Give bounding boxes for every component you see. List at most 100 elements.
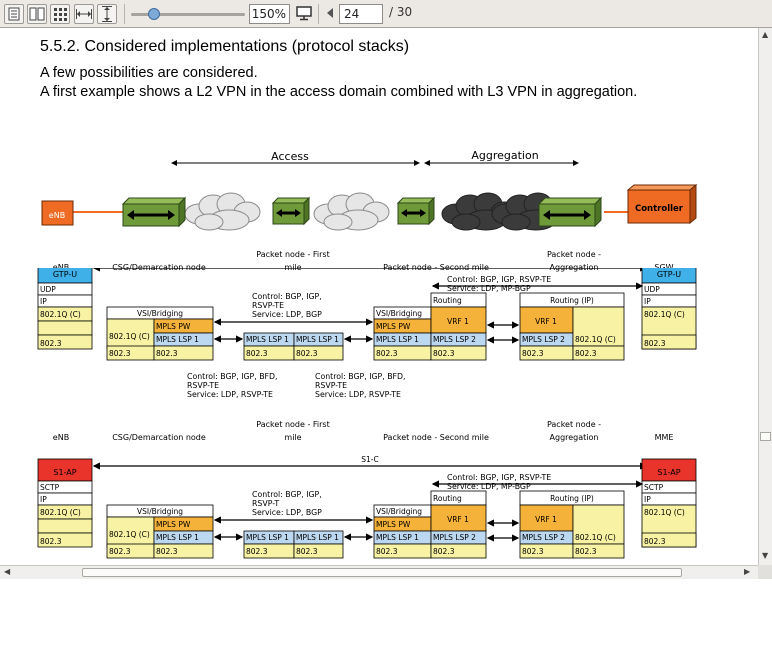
monitor-icon bbox=[296, 6, 312, 21]
zoom-slider[interactable] bbox=[131, 13, 245, 16]
scroll-up-arrow[interactable]: ▲ bbox=[762, 30, 769, 39]
svg-text:Packet node -: Packet node - bbox=[547, 250, 601, 259]
fit-width-button[interactable] bbox=[74, 4, 94, 24]
horizontal-scroll-thumb[interactable] bbox=[82, 568, 682, 577]
stack-layer bbox=[38, 335, 92, 349]
stack-layer bbox=[431, 505, 486, 531]
stack-label: VSI/Bridging bbox=[376, 507, 422, 516]
first-mile-router-icon bbox=[271, 196, 311, 226]
stack-label: Control: BGP, IGP, BFD, bbox=[187, 372, 278, 381]
stack-label: Control: BGP, IGP, bbox=[252, 490, 322, 499]
presentation-button[interactable] bbox=[294, 4, 314, 24]
stack-layer bbox=[294, 544, 343, 558]
column-header: eNB bbox=[53, 433, 69, 442]
stack-label: 802.1Q (C) bbox=[644, 310, 685, 319]
stack-layer bbox=[520, 505, 573, 531]
stack-label: Control: BGP, IGP, BFD, bbox=[315, 372, 406, 381]
stack-label: 802.3 bbox=[376, 349, 398, 358]
stack-layer bbox=[431, 307, 486, 333]
svg-text:Controller: Controller bbox=[635, 204, 684, 214]
column-header: mile bbox=[284, 433, 301, 442]
stack-label: 802.3 bbox=[109, 349, 131, 358]
stack-label: 802.3 bbox=[246, 349, 268, 358]
controller-device bbox=[627, 189, 691, 224]
stack-layer bbox=[38, 519, 92, 533]
stack-label: MPLS LSP 2 bbox=[433, 533, 476, 542]
stack-label: IP bbox=[644, 495, 651, 504]
single-page-icon bbox=[8, 7, 20, 21]
document-viewport[interactable]: 5.5.2. Considered implementations (proto… bbox=[0, 28, 758, 565]
previous-page-button[interactable] bbox=[320, 4, 340, 24]
two-page-view-button[interactable] bbox=[27, 4, 47, 24]
aggregation-label: Aggregation bbox=[471, 149, 538, 162]
right-top-protocol: GTP-U bbox=[657, 270, 681, 279]
svg-text:eNB: eNB bbox=[49, 211, 65, 220]
stack-layer bbox=[294, 346, 343, 360]
stack-label: Routing bbox=[433, 494, 462, 503]
svg-text:Packet node - First: Packet node - First bbox=[256, 250, 330, 259]
stack-label: MPLS LSP 1 bbox=[156, 335, 199, 344]
scrollbar-corner bbox=[758, 565, 772, 579]
stack-layer bbox=[573, 346, 624, 360]
stack-label: MPLS LSP 1 bbox=[296, 533, 339, 542]
stack-label: 802.3 bbox=[575, 547, 597, 556]
access-label: Access bbox=[271, 150, 309, 163]
access-cloud-1 bbox=[184, 192, 261, 231]
zoom-slider-handle[interactable] bbox=[148, 8, 160, 20]
stack-layer bbox=[573, 307, 624, 346]
stack-label: VSI/Bridging bbox=[376, 309, 422, 318]
stack-label: VSI/Bridging bbox=[137, 507, 183, 516]
stack-label: 802.1Q (C) bbox=[109, 530, 150, 539]
page-total: / 30 bbox=[389, 5, 413, 19]
stack-label: UDP bbox=[40, 285, 56, 294]
two-page-icon bbox=[29, 7, 45, 21]
vertical-scrollbar[interactable]: ▲ ▼ bbox=[758, 28, 772, 565]
stack-label: 802.3 bbox=[376, 547, 398, 556]
stack-label: Control: BGP, IGP, RSVP-TE bbox=[447, 275, 551, 284]
aggregation-router-icon bbox=[537, 196, 603, 228]
stack-label: Routing bbox=[433, 296, 462, 305]
stack-label: Service: LDP, RSVP-TE bbox=[315, 390, 401, 399]
svg-text:Aggregation: Aggregation bbox=[550, 263, 599, 272]
section-heading: 5.5.2. Considered implementations (proto… bbox=[40, 38, 410, 55]
stack-label: MPLS LSP 2 bbox=[522, 533, 565, 542]
stack-label: Control: BGP, IGP, RSVP-TE bbox=[447, 473, 551, 482]
single-page-view-button[interactable] bbox=[4, 4, 24, 24]
stack-label: MPLS LSP 1 bbox=[246, 335, 289, 344]
right-top-protocol: S1-AP bbox=[657, 468, 680, 477]
stack-layer bbox=[642, 533, 696, 547]
stack-layer bbox=[431, 346, 486, 360]
page-number-input[interactable]: 24 bbox=[339, 4, 383, 24]
stack-layer bbox=[107, 517, 154, 547]
stack-label: MPLS LSP 1 bbox=[246, 533, 289, 542]
stack-layer bbox=[38, 321, 92, 335]
fit-height-button[interactable] bbox=[97, 4, 117, 24]
horizontal-scrollbar[interactable]: ◀ ▶ bbox=[0, 565, 758, 579]
zoom-field[interactable]: 150% bbox=[249, 4, 290, 24]
grid-view-button[interactable] bbox=[50, 4, 70, 24]
stack-label: 802.3 bbox=[433, 547, 455, 556]
stack-layer bbox=[642, 335, 696, 349]
column-header: CSG/Demarcation node bbox=[112, 433, 206, 442]
scroll-down-arrow[interactable]: ▼ bbox=[762, 551, 769, 560]
stack-label: VRF 1 bbox=[535, 515, 557, 524]
svg-text:mile: mile bbox=[284, 263, 301, 272]
stack-layer bbox=[431, 544, 486, 558]
scroll-left-arrow[interactable]: ◀ bbox=[4, 567, 11, 576]
csg-router-icon bbox=[121, 196, 187, 228]
paragraph: A first example shows a L2 VPN in the ac… bbox=[40, 84, 638, 100]
enb-top-protocol: S1-AP bbox=[53, 468, 76, 477]
stack-label: 802.3 bbox=[644, 339, 666, 348]
stack-label: 802.3 bbox=[296, 547, 318, 556]
scroll-right-arrow[interactable]: ▶ bbox=[744, 567, 751, 576]
stack-label: 802.3 bbox=[109, 547, 131, 556]
stack-label: 802.3 bbox=[156, 349, 178, 358]
stack-label: MPLS LSP 1 bbox=[156, 533, 199, 542]
column-header: Packet node - Second mile bbox=[383, 433, 489, 442]
svg-text:eNB: eNB bbox=[53, 263, 69, 272]
stack-label: 802.3 bbox=[433, 349, 455, 358]
stack-label: Routing (IP) bbox=[550, 494, 594, 503]
stack-label: UDP bbox=[644, 285, 660, 294]
vertical-scroll-thumb[interactable] bbox=[760, 432, 771, 441]
